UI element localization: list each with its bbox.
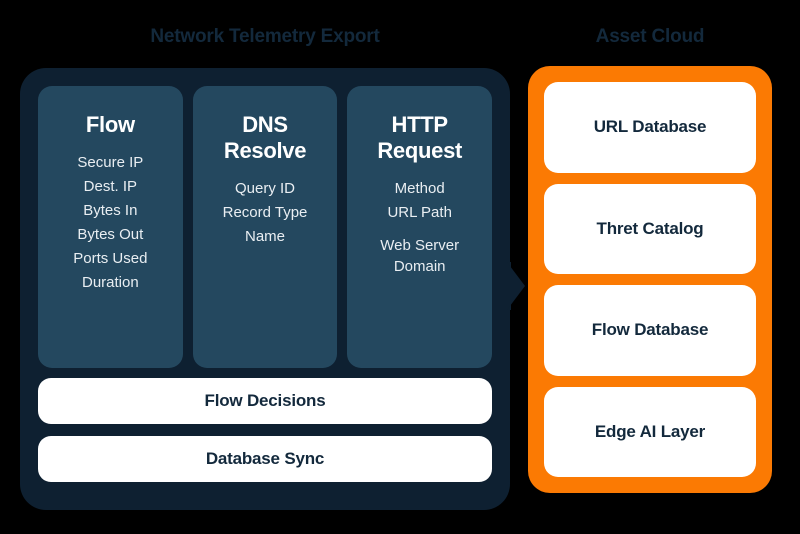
protocol-field: URL Path	[387, 204, 452, 221]
protocol-field: Method	[394, 180, 445, 197]
arrow-right-icon	[507, 262, 525, 310]
protocol-card-http-request[interactable]: HTTP Request Method URL Path Web Server …	[347, 86, 493, 368]
telemetry-panel: Flow Secure IP Dest. IP Bytes In Bytes O…	[20, 68, 510, 510]
cloud-card-url-database[interactable]: URL Database	[544, 82, 756, 173]
cloud-card-thret-catalog[interactable]: Thret Catalog	[544, 183, 756, 274]
telemetry-section-heading: Network Telemetry Export	[150, 26, 380, 47]
protocol-field: Dest. IP	[83, 178, 138, 195]
protocol-field: Bytes Out	[77, 226, 144, 243]
action-bar-database-sync[interactable]: Database Sync	[38, 436, 492, 482]
cloud-card-label: Flow Database	[591, 320, 709, 340]
cloud-card-label: URL Database	[593, 117, 707, 137]
protocol-card-fields: Method URL Path Web Server Domain	[380, 178, 459, 277]
protocol-field: Bytes In	[83, 202, 138, 219]
protocol-card-dns-resolve[interactable]: DNS Resolve Query ID Record Type Name	[192, 86, 338, 368]
cloud-card-flow-database[interactable]: Flow Database	[544, 285, 756, 376]
protocol-field: Duration	[81, 274, 139, 291]
protocol-card-fields: Secure IP Dest. IP Bytes In Bytes Out Po…	[73, 152, 147, 293]
cloud-card-edge-ai-layer[interactable]: Edge AI Layer	[544, 386, 756, 477]
cloud-card-label: Thret Catalog	[596, 218, 704, 238]
action-bar-label: Flow Decisions	[204, 391, 326, 410]
protocol-field: Web Server Domain	[380, 237, 460, 275]
protocol-cards-row: Flow Secure IP Dest. IP Bytes In Bytes O…	[38, 86, 493, 368]
cloud-card-label: Edge AI Layer	[594, 421, 706, 441]
protocol-card-title: DNS Resolve	[223, 112, 307, 163]
protocol-card-flow[interactable]: Flow Secure IP Dest. IP Bytes In Bytes O…	[38, 86, 183, 368]
protocol-field: Name	[244, 228, 285, 245]
protocol-field: Ports Used	[73, 250, 148, 267]
protocol-field: Query ID	[234, 180, 295, 197]
protocol-card-title: Flow	[85, 112, 135, 137]
protocol-card-fields: Query ID Record Type Name	[223, 178, 308, 247]
protocol-card-title: HTTP Request	[377, 112, 463, 163]
asset-cloud-panel: URL Database Thret Catalog Flow Database…	[528, 66, 772, 493]
protocol-field: Record Type	[222, 204, 308, 221]
action-bar-label: Database Sync	[205, 449, 325, 468]
action-bar-flow-decisions[interactable]: Flow Decisions	[38, 378, 492, 424]
cloud-section-heading: Asset Cloud	[595, 26, 705, 47]
protocol-field: Secure IP	[77, 154, 144, 171]
